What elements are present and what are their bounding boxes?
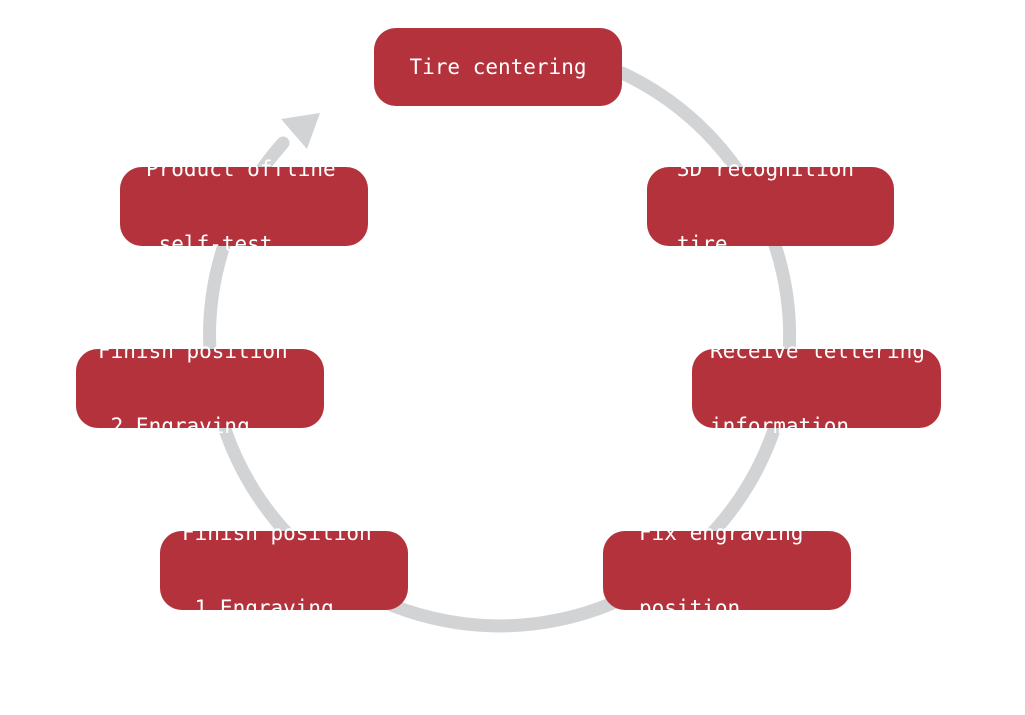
step-label-line: self-test	[146, 231, 273, 256]
cycle-arrowhead	[281, 113, 320, 149]
step-label-line: information	[710, 413, 850, 438]
step-label-line: position	[639, 595, 741, 620]
step-fix-engraving-position: Fix engraving position	[603, 521, 851, 620]
step-finish-position-1-engraving: Finish position 1 Engraving	[160, 521, 408, 620]
step-tire-centering: Tire centering	[374, 28, 622, 106]
step-label-line: 1 Engraving	[182, 595, 334, 620]
step-label-line: Fix engraving	[639, 520, 804, 545]
step-label-line: Finish position	[182, 520, 372, 545]
step-finish-position-2-engraving: Finish position 2 Engraving	[76, 339, 324, 438]
step-label-line: tire	[677, 231, 728, 256]
step-3d-recognition-tire: 3D recognition tire	[647, 157, 894, 256]
step-label-line: Receive lettering	[710, 338, 925, 363]
step-label-line: 3D recognition	[677, 156, 855, 181]
step-product-offline-self-test: Product offline self-test	[120, 157, 368, 256]
step-label-line: Product offline	[146, 156, 336, 181]
step-label-line: Tire centering	[409, 54, 587, 79]
step-receive-lettering-information: Receive lettering information	[692, 339, 941, 438]
step-label-line: 2 Engraving	[98, 413, 250, 438]
step-label-line: Finish position	[98, 338, 288, 363]
